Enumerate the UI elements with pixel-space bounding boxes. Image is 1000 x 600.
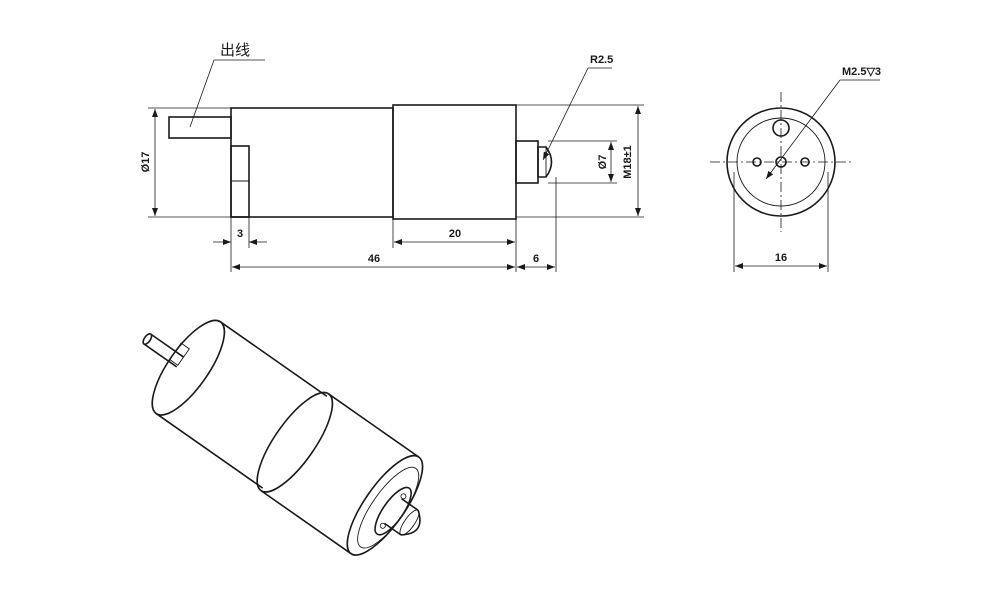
dim-shaft-diameter: Ø7: [548, 140, 617, 184]
side-view: Ø17 3 20 46 6: [140, 41, 644, 272]
end-view: M2.5▽3 16: [710, 66, 881, 272]
dim-thread-label: M18±1: [622, 145, 634, 179]
dim-shaft-length: 6: [517, 177, 557, 272]
callout-lead-wire: 出线: [189, 41, 265, 128]
callout-lead-wire-label: 出线: [220, 41, 250, 59]
output-shaft: [537, 146, 553, 178]
iso-gearbox: [256, 391, 424, 556]
iso-motor-body: [151, 319, 328, 489]
motor-body: [230, 107, 394, 218]
gearbox-body: [392, 104, 517, 220]
dim-gearbox-length: 20: [392, 219, 517, 272]
callout-hole-spec: M2.5▽3: [765, 66, 881, 180]
dim-thread: M18±1: [516, 104, 644, 218]
dim-total-length-label: 46: [368, 253, 380, 265]
isometric-view: [142, 319, 424, 556]
callout-hole-spec-label: M2.5▽3: [842, 66, 881, 78]
dim-shaft-diameter-label: Ø7: [597, 155, 609, 170]
callout-shaft-radius-label: R2.5: [590, 54, 613, 66]
dim-shaft-length-label: 6: [533, 253, 539, 265]
shaft-boss: [515, 140, 539, 184]
dim-gearbox-length-label: 20: [449, 228, 461, 240]
iso-output-shaft: [374, 486, 421, 536]
callout-shaft-radius: R2.5: [542, 54, 613, 161]
dim-end-view-width-label: 16: [775, 252, 787, 264]
iso-lead-wire: [142, 333, 185, 368]
dim-end-view-width: 16: [733, 172, 829, 272]
dim-body-diameter-label: Ø17: [140, 152, 152, 173]
dim-flange-width: 3: [213, 217, 267, 248]
end-view-outer-circle: [726, 107, 836, 217]
dim-total-length: 46: [230, 248, 515, 272]
lead-wire: [168, 116, 232, 139]
dim-flange-width-label: 3: [237, 228, 243, 240]
terminal-tab: [230, 145, 250, 218]
dim-body-diameter: Ø17: [140, 107, 231, 218]
